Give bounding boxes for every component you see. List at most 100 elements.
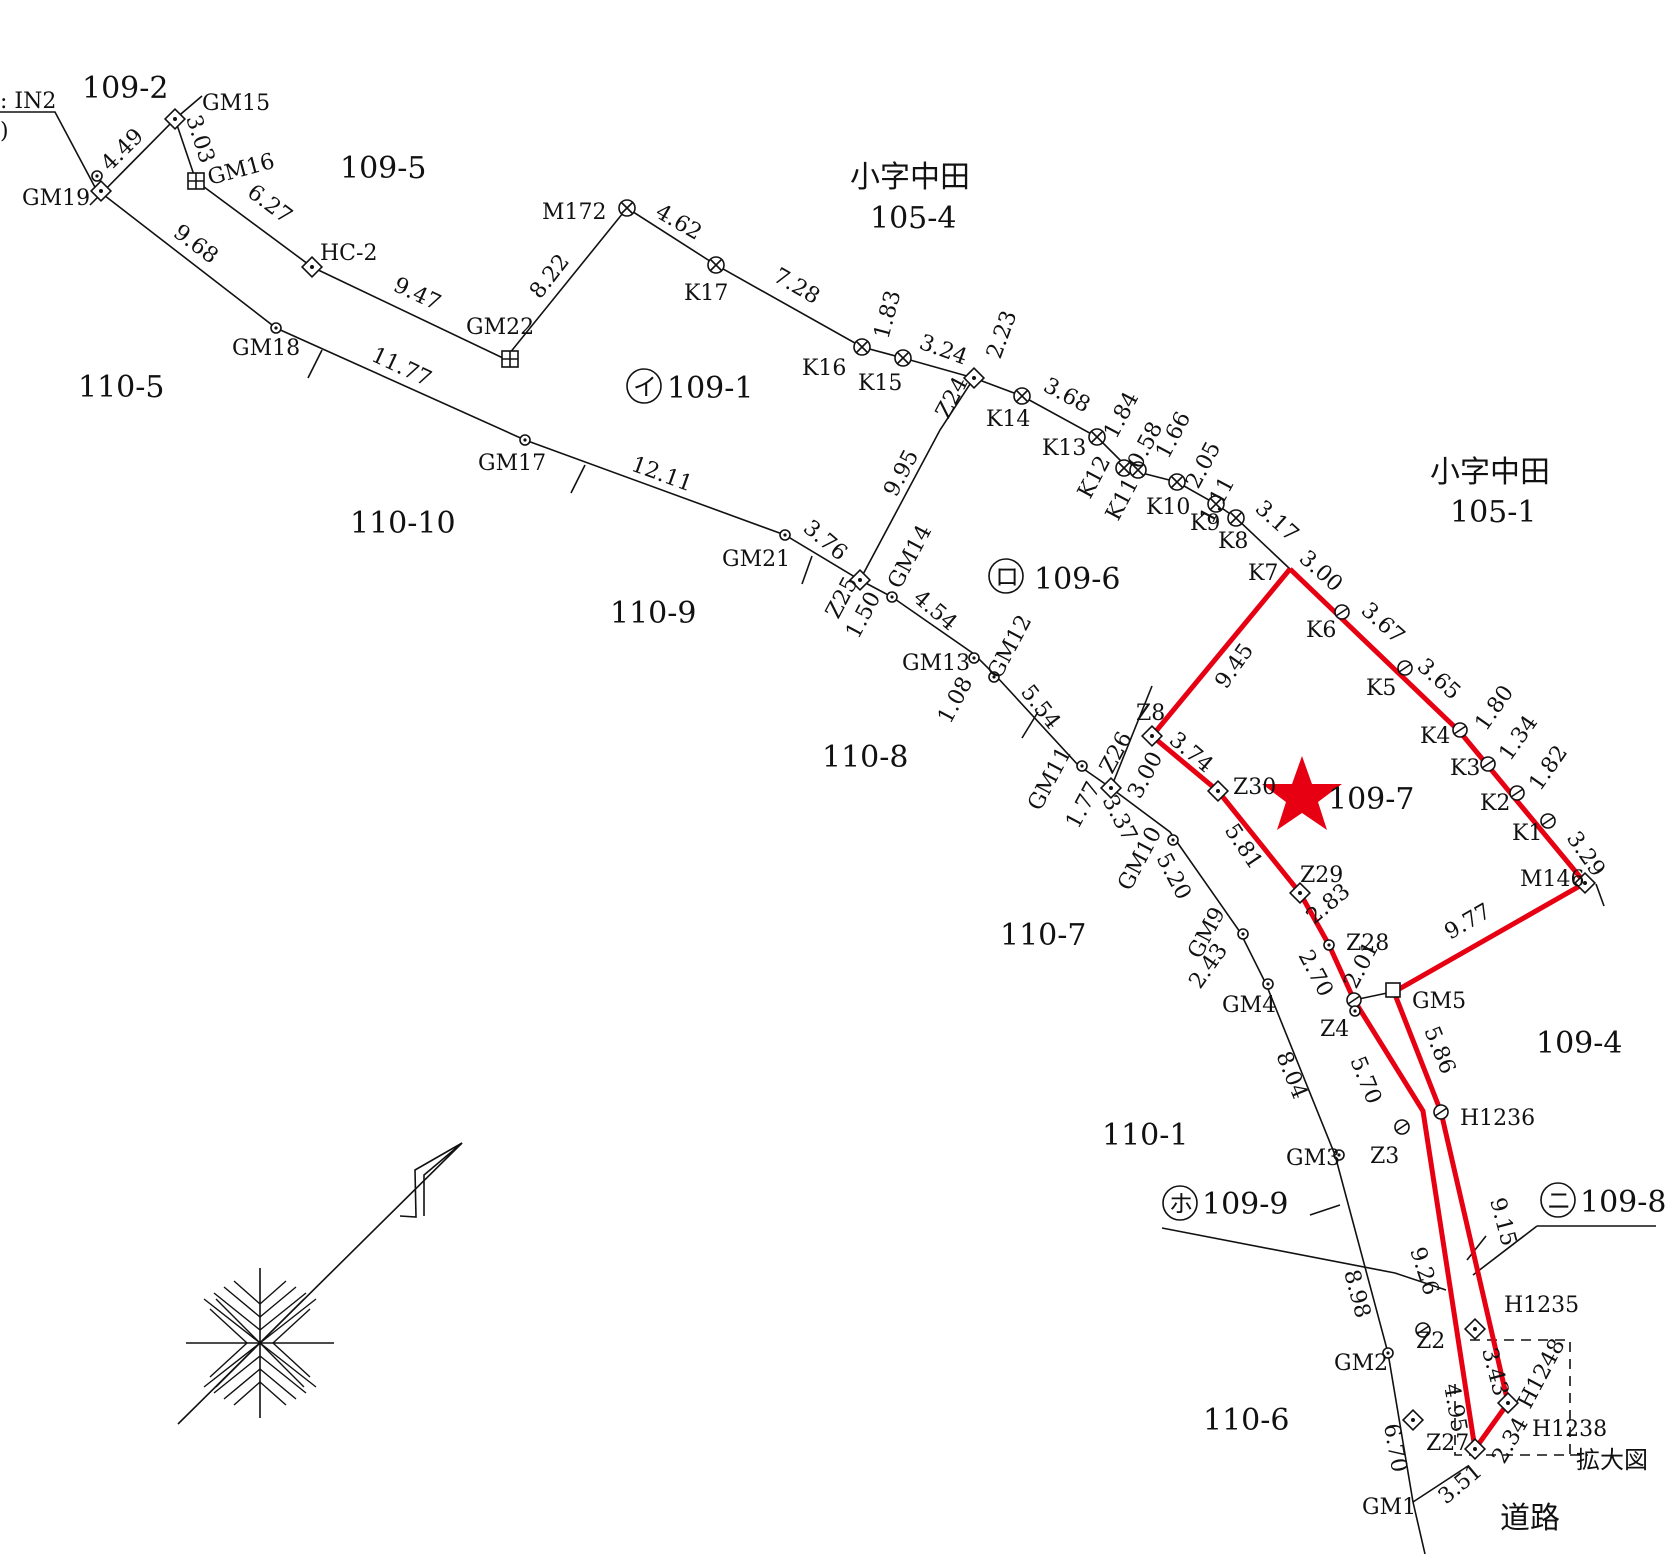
dist-label: 3.37 [1097, 791, 1142, 846]
dist-label: 5.54 [1015, 680, 1065, 734]
area-109-7: 109-7 [1328, 782, 1414, 817]
dist-label: 8.22 [525, 250, 575, 304]
pt-k3: K3 [1450, 756, 1480, 781]
pt-k6: K6 [1306, 618, 1336, 643]
square-marker-gm5 [1385, 982, 1401, 998]
diamond-markers [89, 107, 1597, 1461]
pt-z27: Z27 [1426, 1431, 1469, 1456]
pt-gm3: GM3 [1286, 1146, 1340, 1171]
pt-k13: K13 [1042, 436, 1086, 461]
pt-h1248: H1248 [1513, 1335, 1570, 1413]
dist-label: 5.20 [1151, 849, 1196, 904]
area-110-10: 110-10 [350, 506, 456, 541]
dist-label: 6.70 [1378, 1422, 1411, 1475]
area-109-5: 109-5 [340, 151, 426, 186]
pt-k16: K16 [802, 356, 846, 381]
area-109-9: 109-9 [1202, 1187, 1288, 1222]
legend-paren: ) [0, 119, 9, 144]
dist-label: 3.00 [1294, 546, 1347, 597]
pt-z3: Z3 [1370, 1144, 1399, 1169]
area-110-7: 110-7 [1000, 918, 1086, 953]
pt-z2: Z2 [1416, 1329, 1445, 1354]
small-circle-markers [91, 170, 1394, 1359]
area-ho-mark: ホ [1169, 1190, 1193, 1218]
area-109-2: 109-2 [82, 71, 168, 106]
pt-z30: Z30 [1233, 775, 1276, 800]
dist-label: 3.03 [180, 112, 219, 166]
pt-m146: M146 [1520, 867, 1585, 892]
pt-k2: K2 [1480, 791, 1510, 816]
area-nakata-2-num: 105-1 [1450, 495, 1536, 530]
dist-label: 3.43 [1476, 1345, 1513, 1399]
pt-k15: K15 [858, 371, 902, 396]
dist-label: 9.68 [168, 220, 222, 269]
area-labels: : IN2 ) 109-2 109-5 110-5 110-10 110-9 1… [0, 71, 1666, 1536]
pt-gm21: GM21 [722, 547, 790, 572]
dist-label: 3.65 [1412, 654, 1465, 705]
area-110-9: 110-9 [610, 596, 696, 631]
area-110-1: 110-1 [1102, 1118, 1188, 1153]
area-110-8: 110-8 [822, 740, 908, 775]
legend-in2: : IN2 [0, 89, 56, 114]
circle-cross-markers [618, 199, 1245, 527]
pt-gm1: GM1 [1362, 1495, 1416, 1520]
dist-label: 8.98 [1338, 1267, 1375, 1321]
pt-k4: K4 [1420, 724, 1450, 749]
pt-k9: K9 [1190, 511, 1220, 536]
pt-h1235: H1235 [1504, 1293, 1579, 1318]
dist-label: 3.68 [1039, 373, 1094, 418]
dist-label: 9.45 [1210, 639, 1259, 693]
area-109-4: 109-4 [1536, 1026, 1622, 1061]
pt-k8: K8 [1218, 529, 1248, 554]
pt-z8: Z8 [1136, 701, 1165, 726]
pt-k7: K7 [1248, 561, 1278, 586]
pt-gm18: GM18 [232, 336, 300, 361]
north-arrow-icon [177, 1142, 463, 1425]
area-nakata-1-name: 小字中田 [850, 160, 970, 195]
pt-k11: K11 [1101, 474, 1144, 525]
pt-gm19: GM19 [22, 186, 90, 211]
dist-label: 1.82 [1524, 741, 1573, 795]
pt-gm2: GM2 [1334, 1351, 1388, 1376]
area-nakata-1-num: 105-4 [870, 201, 956, 236]
boundary-lines [0, 95, 1656, 1554]
dist-label: 3.51 [1434, 1459, 1488, 1510]
pt-k5: K5 [1366, 676, 1396, 701]
pt-gm15: GM15 [202, 91, 270, 116]
area-ro-mark: ロ [995, 563, 1019, 591]
area-ni-mark: ニ [1547, 1187, 1571, 1215]
subject-parcel-outline [1149, 567, 1588, 1452]
dist-label: 9.26 [1404, 1244, 1443, 1298]
dist-label: 9.15 [1484, 1195, 1521, 1249]
pt-gm17: GM17 [478, 451, 546, 476]
pt-k14: K14 [986, 407, 1030, 432]
dist-label: 2.23 [982, 307, 1022, 362]
area-110-5: 110-5 [78, 370, 164, 405]
pt-gm5: GM5 [1412, 989, 1466, 1014]
pt-gm22: GM22 [466, 315, 534, 340]
pt-gm13: GM13 [902, 651, 970, 676]
area-109-1: 109-1 [667, 371, 753, 406]
pt-gm4: GM4 [1222, 993, 1276, 1018]
dist-label: 1.83 [870, 288, 907, 342]
circle-line-markers [1334, 604, 1556, 1338]
dist-label: 3.00 [1123, 748, 1168, 803]
pt-m172: M172 [542, 200, 607, 225]
dist-label: 8.04 [1270, 1048, 1312, 1103]
dist-label: 5.70 [1344, 1053, 1386, 1108]
dist-label: 4.49 [97, 124, 149, 176]
pt-z26: Z26 [1095, 728, 1137, 778]
area-i-mark: イ [633, 373, 657, 401]
pt-gm12: GM12 [983, 611, 1037, 683]
pt-z4: Z4 [1320, 1017, 1349, 1042]
station-markers [89, 107, 1597, 1461]
dist-label: 4.54 [908, 585, 962, 636]
pt-k1: K1 [1512, 821, 1542, 846]
pt-gm11: GM11 [1023, 743, 1077, 815]
pt-h1236: H1236 [1460, 1106, 1535, 1131]
pt-k17: K17 [684, 281, 728, 306]
pt-hc2: HC-2 [320, 241, 377, 266]
pt-k10: K10 [1146, 495, 1190, 520]
dist-label: 9.47 [389, 273, 444, 316]
